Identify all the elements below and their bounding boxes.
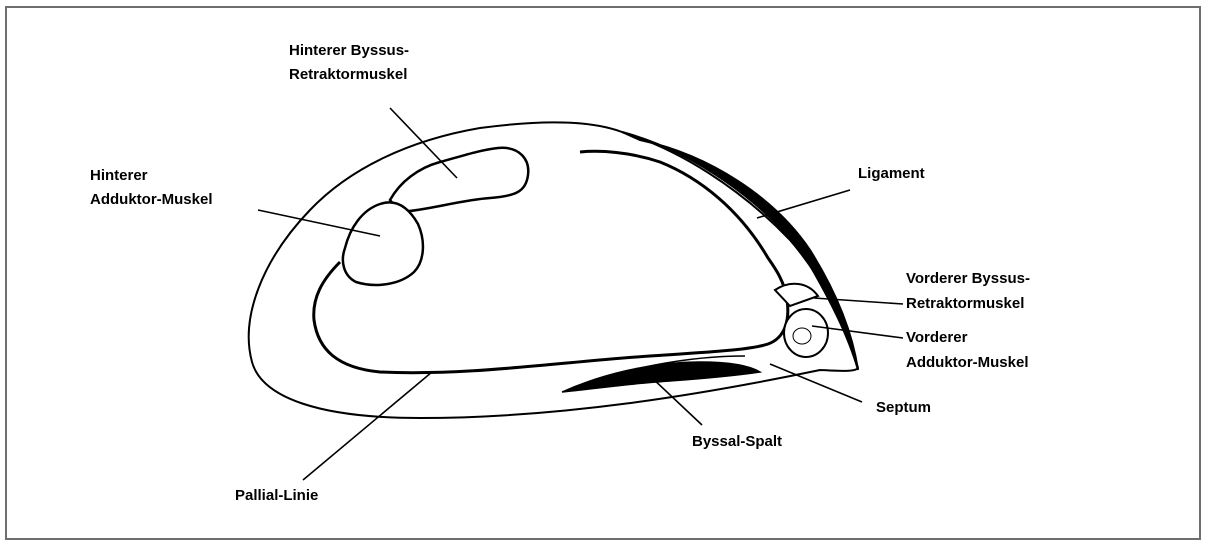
label-posterior-adductor-line1: Hinterer (90, 167, 148, 184)
label-posterior-byssus-retractor-line2: Retraktormuskel (289, 66, 407, 83)
label-ligament: Ligament (858, 165, 925, 182)
label-anterior-adductor-line2: Adduktor-Muskel (906, 354, 1029, 371)
label-anterior-byssus-retractor-line1: Vorderer Byssus- (906, 270, 1030, 287)
posterior-adductor-shape (343, 202, 423, 285)
label-posterior-adductor-line2: Adduktor-Muskel (90, 191, 213, 208)
label-byssal-gape: Byssal-Spalt (692, 433, 782, 450)
leader-anterior-byssus-retractor (814, 298, 903, 304)
leader-septum (770, 364, 862, 402)
leader-ligament (757, 190, 850, 218)
posterior-byssus-retractor-shape (390, 148, 528, 212)
label-anterior-adductor-line1: Vorderer (906, 329, 968, 346)
label-posterior-byssus-retractor-line1: Hinterer Byssus- (289, 42, 409, 59)
leader-pallial-line (303, 372, 432, 480)
anterior-adductor-shape (784, 309, 828, 357)
label-anterior-byssus-retractor-line2: Retraktormuskel (906, 295, 1024, 312)
anterior-byssus-retractor-shape (775, 284, 818, 306)
shell-outline (249, 122, 858, 418)
leader-byssal-gape (650, 376, 702, 425)
label-pallial-line: Pallial-Linie (235, 487, 318, 504)
label-septum: Septum (876, 399, 931, 416)
